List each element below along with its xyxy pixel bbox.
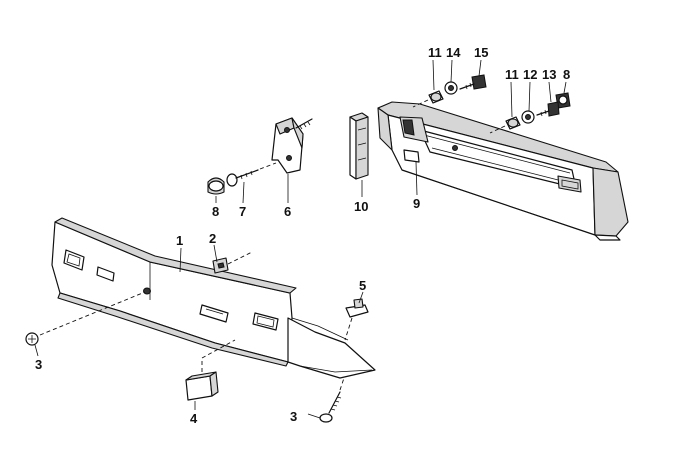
callout-13: 13 [542,67,556,82]
part-13-screw [536,101,560,117]
callout-labels: 11 14 15 11 12 13 8 10 9 8 7 6 1 2 5 3 4… [35,45,570,426]
callout-9: 9 [413,196,420,211]
part-6-mounting-bracket [271,117,313,174]
callout-4: 4 [190,411,198,426]
part-12-washer [521,110,535,124]
callout-6: 6 [284,204,291,219]
part-3-screw-bottom [319,377,345,423]
part-15-screw [459,74,487,90]
callout-5: 5 [359,278,366,293]
part-1-trim-panel [51,217,376,379]
part-11-spacer-upper [412,90,444,108]
part-10-foam-strip [349,112,369,180]
callout-8-left: 8 [212,204,219,219]
part-3-screw-left [25,291,146,346]
callout-2: 2 [209,231,216,246]
callout-14: 14 [446,45,461,60]
callout-3-bottom: 3 [290,409,297,424]
callout-15: 15 [474,45,488,60]
part-14-washer [444,81,458,95]
part-5-clip [344,298,369,341]
part-11-spacer-lower [489,116,521,134]
callout-3-left: 3 [35,357,42,372]
part-4-bracket [185,339,236,401]
part-7-screw [226,162,277,187]
part-8-cap-left [207,177,225,195]
callout-11-upper: 11 [428,45,442,60]
part-9-rear-panel [377,101,629,241]
callout-7: 7 [239,204,246,219]
callout-8-right: 8 [563,67,570,82]
callout-12: 12 [523,67,537,82]
part-2-clip-nut [212,251,253,274]
callout-11-lower: 11 [505,67,519,82]
callout-1: 1 [176,233,183,248]
callout-10: 10 [354,199,368,214]
leader-lines [34,59,567,419]
